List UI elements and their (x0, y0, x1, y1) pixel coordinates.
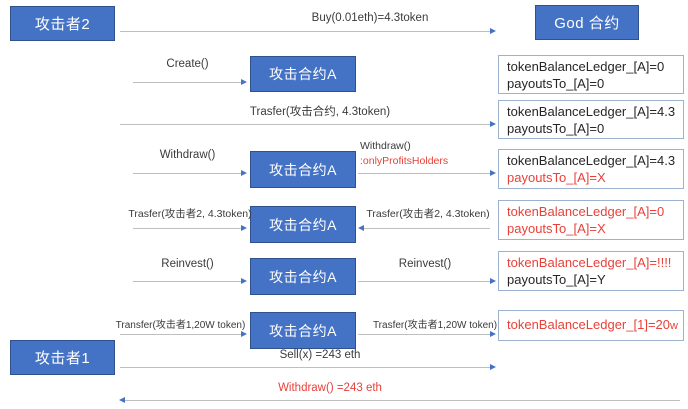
arrow-transfer-attacker1-right (358, 331, 496, 337)
arrow-label-reinvest-right: Reinvest() (398, 258, 452, 270)
actor-box-god-contract: God 合约 (535, 5, 639, 40)
arrow-reinvest-left (133, 278, 247, 284)
ledger-line-1-text: tokenBalanceLedger_[1]=20 (507, 317, 670, 332)
arrow-withdraw-left (133, 170, 247, 176)
arrowhead-right-icon (241, 79, 247, 85)
arrow-trasfer-attacker2-right (358, 225, 490, 231)
ledger-line-1: tokenBalanceLedger_[A]=!!!! (507, 255, 672, 270)
ledger-line-1: tokenBalanceLedger_[A]=0 (507, 58, 665, 74)
arrow-label-trasfer-attacker2-right: Trasfer(攻击者2, 4.3token) (366, 208, 490, 220)
arrow-transfer-attacker1-left (120, 331, 247, 337)
ledger-state-box-4: tokenBalanceLedger_[A]=0 payoutsTo_[A]=X (498, 200, 684, 240)
contract-box-attack-a-1: 攻击合约A (250, 56, 356, 92)
arrowhead-left-icon (358, 225, 364, 231)
ledger-line-1: tokenBalanceLedger_[A]=0 (507, 204, 665, 219)
ledger-state-box-3: tokenBalanceLedger_[A]=4.3 payoutsTo_[A]… (498, 149, 684, 189)
ledger-line-2: payoutsTo_[A]=0 (507, 120, 605, 136)
contract-box-attack-a-5: 攻击合约A (250, 312, 356, 349)
ledger-line-2: payoutsTo_[A]=Y (507, 272, 606, 287)
arrow-label-reinvest-left: Reinvest() (161, 258, 214, 270)
arrow-label-trasfer-attacker2-left: Trasfer(攻击者2, 4.3token) (128, 208, 252, 220)
arrow-sell (120, 364, 496, 370)
arrow-label-sell: Sell(x) =243 eth (279, 349, 361, 361)
actor-box-attacker2: 攻击者2 (10, 6, 115, 41)
arrow-withdraw-right (358, 170, 496, 176)
ledger-state-box-1: tokenBalanceLedger_[A]=0 payoutsTo_[A]=0 (498, 55, 684, 94)
arrow-label-withdraw-eth: Withdraw() =243 eth (278, 382, 382, 394)
arrowhead-right-icon (490, 28, 496, 34)
arrowhead-left-icon (119, 397, 125, 403)
arrow-label-transfer-attacker1-right: Trasfer(攻击者1,20W token) (372, 320, 498, 331)
ledger-line-1: tokenBalanceLedger_[1]=20w (507, 316, 678, 335)
arrow-label-buy: Buy(0.01eth)=4.3token (311, 12, 429, 24)
ledger-line-2: payoutsTo_[A]=0 (507, 75, 605, 91)
arrowhead-right-icon (490, 121, 496, 127)
arrow-label-transfer-attacker1-left: Transfer(攻击者1,20W token) (115, 320, 246, 331)
arrow-buy (120, 28, 496, 34)
arrowhead-right-icon (490, 364, 496, 370)
arrowhead-right-icon (490, 170, 496, 176)
arrow-withdraw-eth (119, 397, 680, 403)
arrow-reinvest-right (358, 278, 496, 284)
contract-box-attack-a-4: 攻击合约A (250, 258, 356, 295)
arrow-trasfer-contract (120, 121, 496, 127)
ledger-state-box-5: tokenBalanceLedger_[A]=!!!! payoutsTo_[A… (498, 251, 684, 291)
arrowhead-right-icon (241, 170, 247, 176)
ledger-line-1: tokenBalanceLedger_[A]=4.3 (507, 103, 676, 119)
arrow-trasfer-attacker2-left (133, 225, 247, 231)
arrowhead-right-icon (490, 331, 496, 337)
arrow-label-withdraw-left: Withdraw() (159, 149, 216, 161)
ledger-state-box-6: tokenBalanceLedger_[1]=20w (498, 310, 684, 341)
ledger-line-2: payoutsTo_[A]=X (507, 221, 606, 236)
arrowhead-right-icon (241, 331, 247, 337)
ledger-line-1-suffix: w (670, 320, 678, 332)
actor-box-attacker1: 攻击者1 (10, 340, 115, 375)
arrow-label-withdraw-right-line1: Withdraw() (360, 140, 411, 152)
arrowhead-right-icon (241, 225, 247, 231)
arrowhead-right-icon (490, 278, 496, 284)
contract-box-attack-a-2: 攻击合约A (250, 151, 356, 188)
contract-box-attack-a-3: 攻击合约A (250, 206, 356, 243)
ledger-line-2: payoutsTo_[A]=X (507, 170, 606, 185)
arrow-label-create: Create() (166, 58, 209, 70)
arrow-create (133, 79, 247, 85)
arrow-label-only-profits-holders: :onlyProfitsHolders (360, 155, 449, 167)
ledger-state-box-2: tokenBalanceLedger_[A]=4.3 payoutsTo_[A]… (498, 100, 684, 139)
arrowhead-right-icon (241, 278, 247, 284)
arrow-label-trasfer-contract: Trasfer(攻击合约, 4.3token) (249, 106, 391, 118)
ledger-line-1: tokenBalanceLedger_[A]=4.3 (507, 153, 676, 168)
